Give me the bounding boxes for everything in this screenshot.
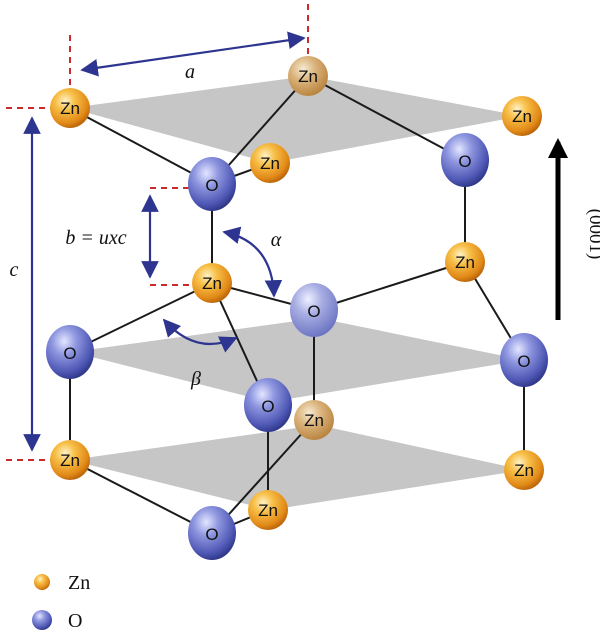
legend: Zn O	[32, 572, 90, 632]
o-atom: O	[441, 133, 489, 187]
top-plane	[70, 76, 522, 163]
zn-atom: Zn	[192, 263, 232, 303]
svg-text:Zn: Zn	[512, 107, 532, 126]
legend-o-label: O	[68, 610, 82, 632]
label-a: a	[185, 61, 195, 83]
svg-text:Zn: Zn	[202, 274, 222, 293]
svg-text:Zn: Zn	[298, 67, 318, 86]
svg-text:Zn: Zn	[60, 451, 80, 470]
svg-text:Zn: Zn	[258, 501, 278, 520]
o-atom: O	[244, 378, 292, 432]
svg-text:O: O	[307, 302, 320, 321]
svg-text:O: O	[458, 152, 471, 171]
zn-atom: Zn	[250, 143, 290, 183]
zn-atom: Zn	[504, 450, 544, 490]
bottom-plane	[70, 425, 524, 510]
svg-text:O: O	[205, 176, 218, 195]
zn-atom: Zn	[50, 88, 90, 128]
legend-o-swatch	[32, 610, 52, 630]
o-atom: O	[188, 157, 236, 211]
legend-zn-label: Zn	[68, 572, 90, 594]
zn-atom: Zn	[445, 242, 485, 282]
zn-atoms: Zn Zn Zn Zn Zn Zn Zn Zn Zn Zn	[50, 56, 544, 530]
beta-arc	[162, 318, 238, 353]
label-alpha: α	[271, 229, 282, 251]
zn-atom: Zn	[294, 400, 334, 440]
o-atom: O	[46, 325, 94, 379]
zn-atom: Zn	[288, 56, 328, 96]
svg-text:Zn: Zn	[60, 99, 80, 118]
a-arrow	[80, 31, 306, 77]
legend-zn-swatch	[34, 574, 50, 590]
svg-text:O: O	[517, 352, 530, 371]
middle-plane	[72, 318, 524, 402]
zn-atom: Zn	[248, 490, 288, 530]
label-c: c	[10, 259, 19, 281]
svg-text:O: O	[63, 344, 76, 363]
svg-text:O: O	[205, 525, 218, 544]
label-direction: (0001)	[585, 209, 600, 260]
svg-text:Zn: Zn	[514, 461, 534, 480]
dimension-arrows	[23, 31, 306, 452]
svg-text:Zn: Zn	[455, 253, 475, 272]
svg-text:O: O	[261, 397, 274, 416]
svg-text:Zn: Zn	[304, 411, 324, 430]
svg-text:Zn: Zn	[260, 154, 280, 173]
zn-atom: Zn	[502, 96, 542, 136]
o-atoms: O O O O O O O	[46, 133, 548, 560]
label-b-equation: b = uxc	[65, 227, 126, 249]
o-atom: O	[290, 283, 338, 337]
alpha-arc	[222, 226, 283, 298]
o-atom: O	[188, 506, 236, 560]
guide-lines	[6, 4, 309, 461]
o-atom: O	[500, 333, 548, 387]
label-beta: β	[190, 368, 201, 390]
zn-atom: Zn	[50, 440, 90, 480]
